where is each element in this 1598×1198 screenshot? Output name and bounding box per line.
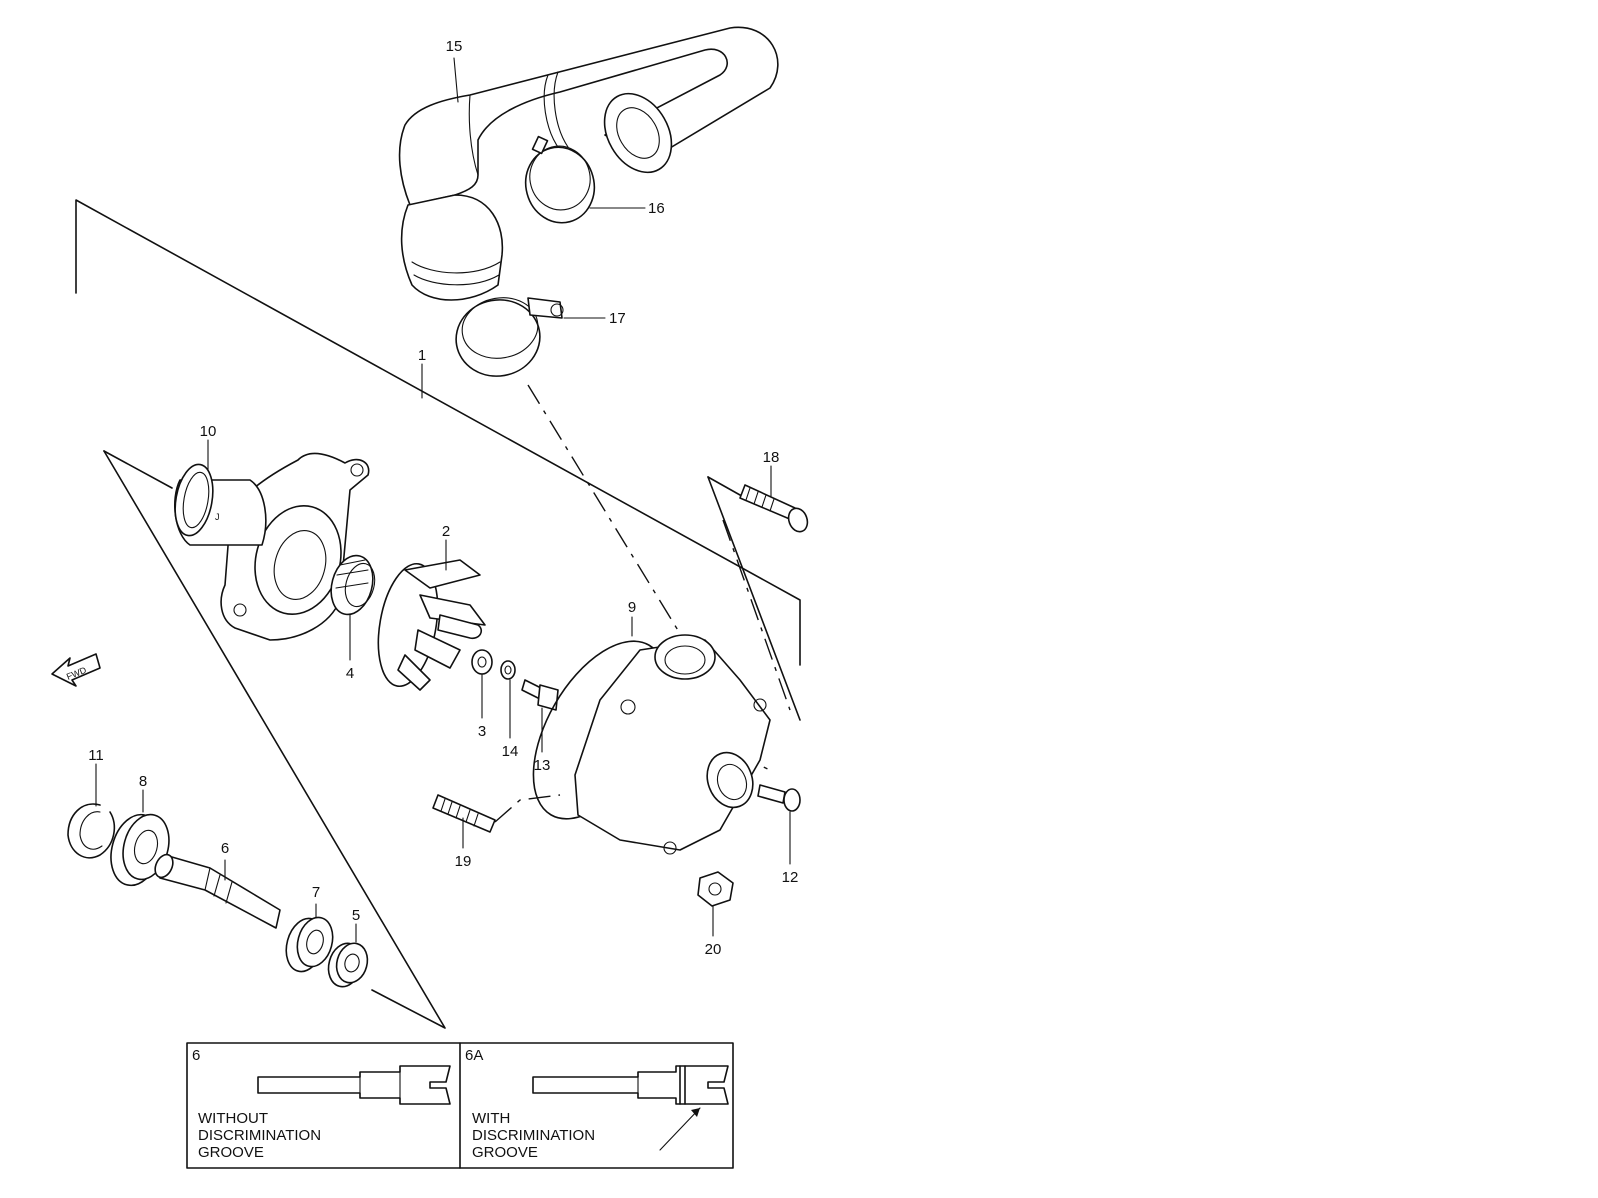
callouts: 1 2 3 4 5 6 7 8 bbox=[88, 38, 798, 958]
callout-8[interactable]: 8 bbox=[139, 773, 147, 813]
circlip-11[interactable] bbox=[67, 803, 116, 859]
svg-text:19: 19 bbox=[455, 853, 472, 870]
inset-id-6: 6 bbox=[192, 1047, 200, 1064]
groove-pointer-arrow bbox=[659, 1107, 701, 1151]
mechanical-seal-4[interactable] bbox=[325, 551, 379, 619]
callout-6[interactable]: 6 bbox=[221, 840, 229, 881]
callout-19[interactable]: 19 bbox=[455, 817, 472, 870]
hose-15[interactable] bbox=[398, 26, 779, 301]
callout-7[interactable]: 7 bbox=[312, 884, 320, 919]
svg-text:J: J bbox=[215, 512, 220, 522]
svg-text:18: 18 bbox=[763, 449, 780, 466]
svg-text:12: 12 bbox=[782, 869, 799, 886]
callout-1[interactable]: 1 bbox=[418, 347, 426, 399]
svg-text:16: 16 bbox=[648, 200, 665, 217]
callout-3[interactable]: 3 bbox=[478, 673, 486, 740]
inset-left-line-1: WITHOUT bbox=[198, 1110, 268, 1127]
callout-4[interactable]: 4 bbox=[346, 613, 354, 682]
bolt-18[interactable] bbox=[739, 484, 811, 534]
callout-16[interactable]: 16 bbox=[589, 200, 665, 217]
bolt-12[interactable] bbox=[757, 784, 801, 812]
shaft-without-groove-drawing bbox=[257, 1065, 451, 1105]
washer-3[interactable] bbox=[471, 649, 493, 675]
svg-text:3: 3 bbox=[478, 723, 486, 740]
callout-17[interactable]: 17 bbox=[563, 310, 626, 327]
callout-12[interactable]: 12 bbox=[782, 811, 799, 886]
bolt-13[interactable] bbox=[521, 679, 559, 711]
impeller-2[interactable] bbox=[370, 559, 486, 691]
pump-shaft-6[interactable] bbox=[152, 852, 281, 929]
callout-13[interactable]: 13 bbox=[534, 707, 551, 774]
svg-text:6: 6 bbox=[221, 840, 229, 857]
inset-left-line-3: GROOVE bbox=[198, 1144, 264, 1161]
callout-11[interactable]: 11 bbox=[88, 747, 104, 807]
callout-20[interactable]: 20 bbox=[705, 905, 722, 958]
svg-text:4: 4 bbox=[346, 665, 354, 682]
inset-panel-6: 6 WITHOUT DISCRIMINATION GROOVE bbox=[192, 1047, 451, 1161]
svg-text:13: 13 bbox=[534, 757, 551, 774]
svg-text:1: 1 bbox=[418, 347, 426, 364]
svg-text:20: 20 bbox=[705, 941, 722, 958]
callout-9[interactable]: 9 bbox=[628, 599, 636, 637]
assembly-bracket-1 bbox=[75, 199, 801, 1029]
svg-text:14: 14 bbox=[502, 743, 519, 760]
nut-20[interactable] bbox=[697, 871, 734, 907]
svg-text:5: 5 bbox=[352, 907, 360, 924]
inset-left-line-2: DISCRIMINATION bbox=[198, 1127, 321, 1144]
inset-panel-6a: 6A WITH DISCRIMINATION GROOVE bbox=[465, 1047, 729, 1161]
inset-right-line-3: GROOVE bbox=[472, 1144, 538, 1161]
svg-text:7: 7 bbox=[312, 884, 320, 901]
inset-id-6a: 6A bbox=[465, 1047, 483, 1064]
shaft-variant-inset: 6 WITHOUT DISCRIMINATION GROOVE 6A bbox=[186, 1042, 734, 1169]
callout-10[interactable]: 10 bbox=[200, 423, 217, 471]
callout-18[interactable]: 18 bbox=[763, 449, 780, 497]
svg-text:8: 8 bbox=[139, 773, 147, 790]
callout-5[interactable]: 5 bbox=[352, 907, 360, 943]
inset-right-line-2: DISCRIMINATION bbox=[472, 1127, 595, 1144]
forward-direction-arrow: FWD bbox=[51, 653, 101, 687]
svg-text:9: 9 bbox=[628, 599, 636, 616]
hose-clamp-17[interactable] bbox=[450, 292, 564, 383]
pump-cover[interactable] bbox=[574, 634, 771, 855]
svg-text:11: 11 bbox=[88, 747, 104, 764]
svg-text:17: 17 bbox=[609, 310, 626, 327]
callout-2[interactable]: 2 bbox=[442, 523, 450, 571]
inset-right-line-1: WITH bbox=[472, 1110, 510, 1127]
callout-15[interactable]: 15 bbox=[446, 38, 463, 103]
hose-clamp-16[interactable] bbox=[517, 135, 602, 231]
stud-bolt-19[interactable] bbox=[432, 794, 496, 833]
bearing-7[interactable] bbox=[281, 913, 338, 975]
svg-text:10: 10 bbox=[200, 423, 217, 440]
svg-text:2: 2 bbox=[442, 523, 450, 540]
washer-14[interactable] bbox=[500, 660, 516, 680]
svg-text:15: 15 bbox=[446, 38, 463, 55]
oil-seal-5[interactable] bbox=[324, 940, 372, 991]
callout-14[interactable]: 14 bbox=[502, 679, 519, 760]
shaft-with-groove-drawing bbox=[532, 1065, 729, 1105]
